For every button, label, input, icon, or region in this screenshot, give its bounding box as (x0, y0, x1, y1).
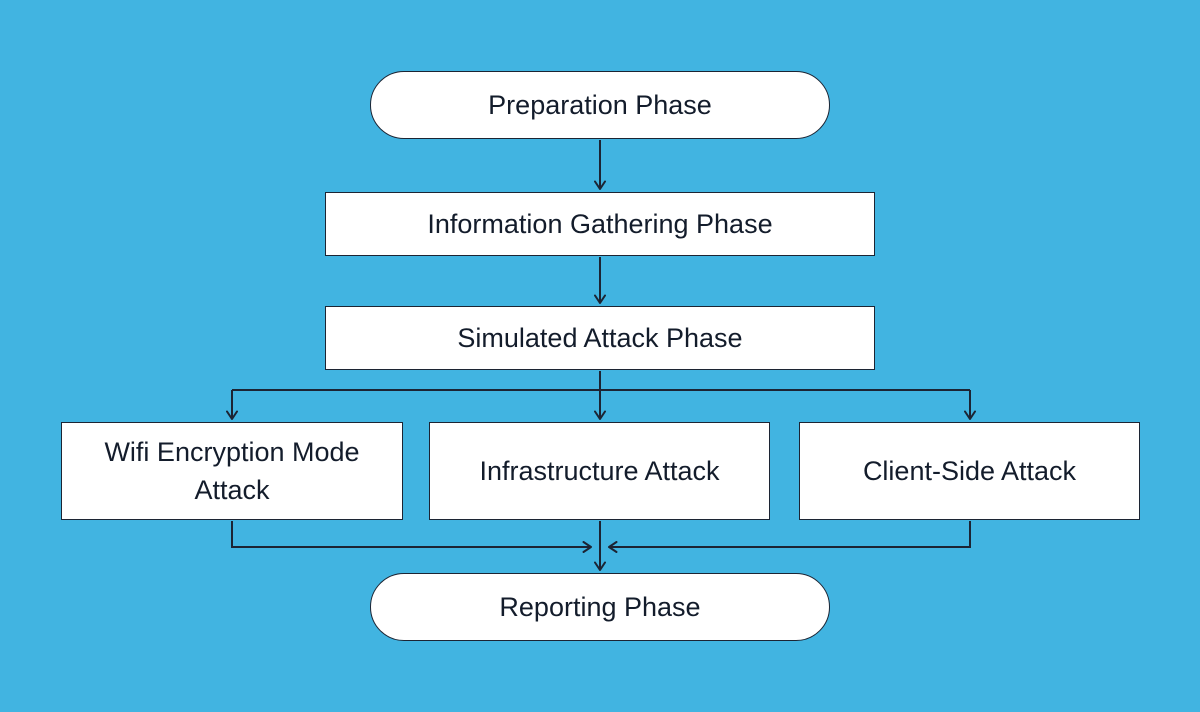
edge-client-to-reporting (608, 521, 971, 553)
node-preparation-phase: Preparation Phase (370, 71, 830, 139)
node-label: Preparation Phase (488, 89, 712, 120)
node-label: Infrastructure Attack (479, 455, 720, 486)
node-information-gathering-phase: Information Gathering Phase (325, 192, 875, 256)
node-label: Simulated Attack Phase (457, 322, 743, 353)
node-label: Reporting Phase (499, 591, 701, 622)
node-wifi-encryption-mode-attack: Wifi Encryption Mode Attack (61, 422, 403, 520)
edge-branch-rail (232, 371, 970, 391)
node-simulated-attack-phase: Simulated Attack Phase (325, 306, 875, 370)
node-reporting-phase: Reporting Phase (370, 573, 830, 641)
node-client-side-attack: Client-Side Attack (799, 422, 1140, 520)
edge-wifi-to-reporting (231, 521, 592, 553)
node-infrastructure-attack: Infrastructure Attack (429, 422, 770, 520)
node-label: Client-Side Attack (862, 455, 1077, 486)
node-label: Wifi Encryption Mode Attack (104, 436, 360, 505)
node-label: Information Gathering Phase (427, 208, 773, 239)
